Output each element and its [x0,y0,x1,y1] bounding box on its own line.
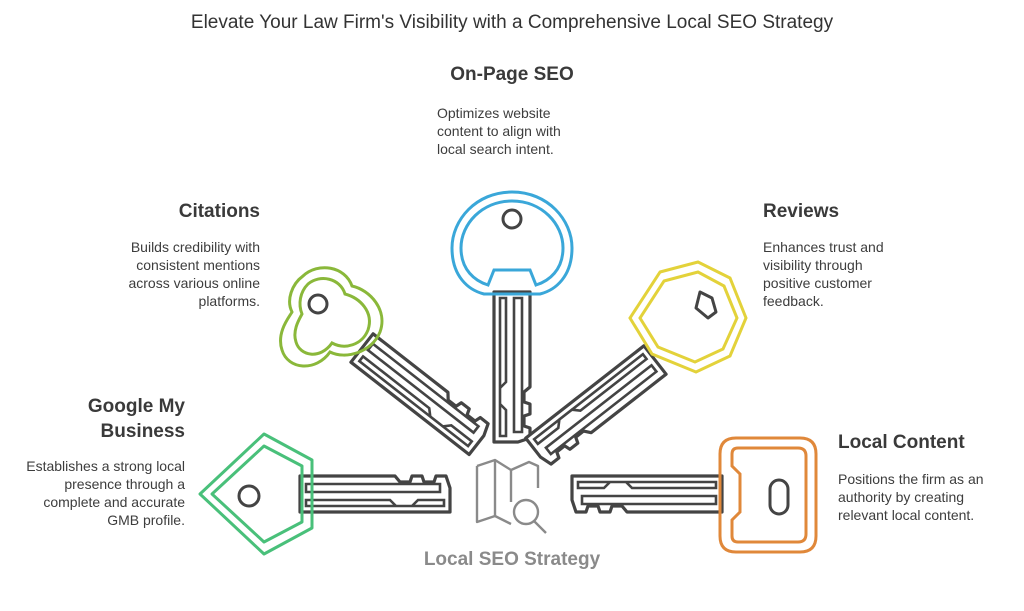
center-label: Local SEO Strategy [423,549,601,570]
heading-on-page-seo: On-Page SEO [450,64,574,85]
heading-local-content: Local Content [838,432,965,453]
key-icon [198,432,314,556]
key-icon [718,436,818,554]
key-google-my-business [198,432,452,556]
heading-google-my-business: Google My Business [87,396,185,442]
key-icon [450,190,574,296]
key-reviews [524,260,748,469]
heading-citations: Citations [178,201,260,222]
description-google-my-business: Establishes a strong local presence thro… [26,458,185,528]
key-citations [279,266,493,457]
heading-reviews: Reviews [763,201,840,222]
key-local-content [570,436,818,554]
page-title: Elevate Your Law Firm's Visibility with … [190,12,834,33]
description-on-page-seo: Optimizes website content to align with … [437,105,561,157]
key-icon [279,266,384,368]
description-local-content: Positions the firm as an authority by cr… [838,471,984,523]
map-search-icon [475,458,547,534]
description-reviews: Enhances trust and visibility through po… [763,239,884,309]
description-citations: Builds credibility with consistent menti… [128,239,260,309]
key-on-page-seo [450,190,574,444]
key-icon [628,260,748,374]
